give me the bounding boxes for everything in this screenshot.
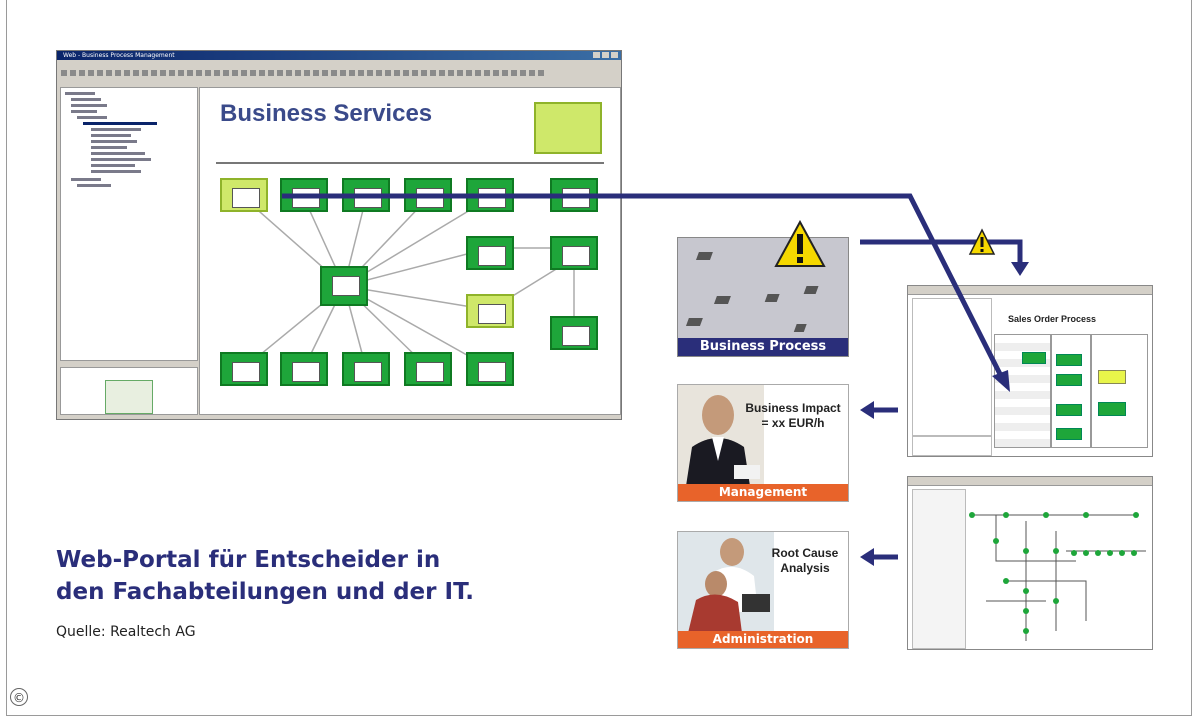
service-node bbox=[550, 316, 598, 350]
sales-order-title: Sales Order Process bbox=[1008, 314, 1097, 324]
image-frame bbox=[6, 0, 1192, 716]
topology-graph bbox=[969, 512, 1146, 641]
business-process-label: Business Process bbox=[678, 338, 848, 356]
service-node bbox=[466, 236, 514, 270]
service-node bbox=[342, 352, 390, 386]
service-node bbox=[466, 294, 514, 328]
management-arrowhead bbox=[860, 401, 874, 419]
caption-line-1: Web-Portal für Entscheider in bbox=[56, 547, 441, 573]
navigation-tree bbox=[60, 87, 198, 361]
overview-minimap bbox=[60, 367, 198, 415]
service-node bbox=[466, 352, 514, 386]
toolbar bbox=[57, 68, 621, 78]
analysis-text: Analysis bbox=[780, 561, 830, 575]
window-title: Web - Business Process Management bbox=[63, 52, 175, 59]
administration-label: Administration bbox=[678, 631, 848, 648]
central-service-node bbox=[320, 266, 368, 306]
sales-order-screenshot: Sales Order Process bbox=[907, 285, 1153, 457]
source-credit: Quelle: Realtech AG bbox=[56, 624, 196, 640]
window-controls bbox=[593, 52, 618, 58]
warning-icon bbox=[774, 220, 826, 267]
canvas-title: Business Services bbox=[220, 100, 433, 127]
management-label: Management bbox=[678, 484, 848, 501]
service-node bbox=[550, 236, 598, 270]
administration-panel: Root Cause Analysis Administration bbox=[677, 531, 849, 649]
title-divider bbox=[216, 162, 604, 164]
business-impact-text: Business Impact bbox=[745, 401, 841, 415]
eur-per-hour-text: = xx EUR/h bbox=[761, 416, 825, 430]
administrators-photo bbox=[678, 532, 774, 633]
root-cause-text: Root Cause bbox=[771, 546, 839, 560]
service-logo-node bbox=[534, 102, 602, 154]
businessman-photo bbox=[678, 385, 764, 486]
copyright-icon: © bbox=[10, 688, 28, 706]
diagram-canvas: Business Services bbox=[199, 87, 621, 415]
service-node bbox=[220, 352, 268, 386]
caption-line-2: den Fachabteilungen und der IT. bbox=[56, 579, 474, 605]
administration-arrowhead bbox=[860, 548, 874, 566]
service-node bbox=[220, 178, 268, 212]
caption-heading: Web-Portal für Entscheider in den Fachab… bbox=[56, 544, 576, 608]
management-panel: Business Impact = xx EUR/h Management bbox=[677, 384, 849, 502]
process-to-sales-arrow bbox=[860, 239, 1023, 262]
main-flow-arrow bbox=[282, 193, 1005, 380]
network-monitor-screenshot bbox=[907, 476, 1153, 650]
main-arrowhead bbox=[992, 370, 1010, 392]
business-services-screenshot: Web - Business Process Management Busine… bbox=[56, 50, 622, 420]
window-titlebar: Web - Business Process Management bbox=[57, 51, 621, 60]
business-process-panel: Business Process bbox=[677, 220, 849, 357]
process-arrowhead bbox=[1011, 262, 1029, 276]
small-warning-icon bbox=[968, 228, 996, 255]
process-sketch bbox=[685, 252, 819, 332]
service-node bbox=[404, 352, 452, 386]
service-node bbox=[280, 352, 328, 386]
